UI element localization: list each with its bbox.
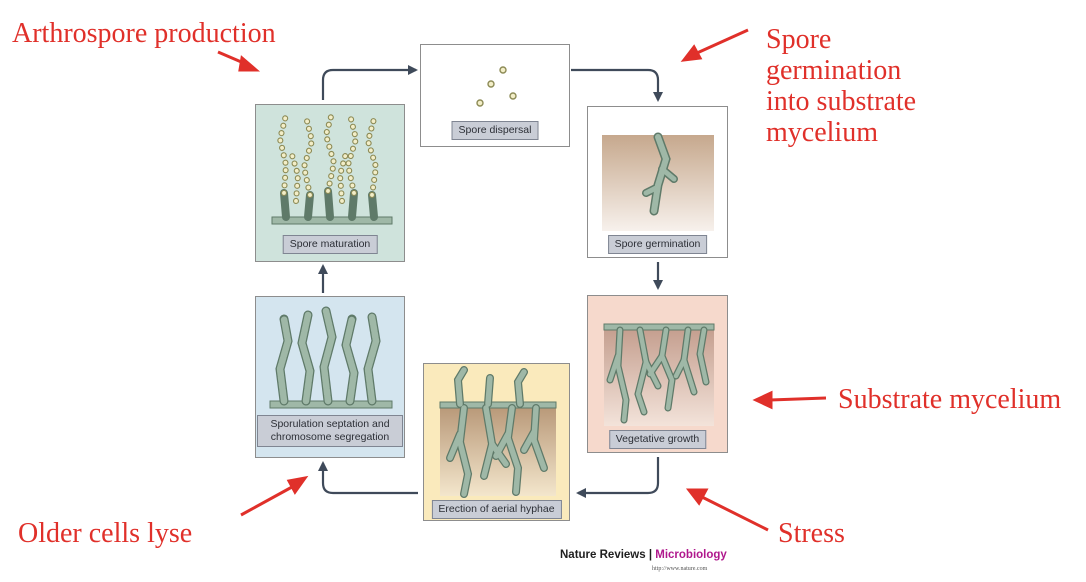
panel-spore-dispersal: Spore dispersal xyxy=(420,44,570,147)
maturation-illustration xyxy=(271,110,393,225)
red-arrow-germination xyxy=(696,28,749,55)
annotation-spore-germination: Spore germination into substrate myceliu… xyxy=(766,24,996,148)
panel-label-spore-dispersal: Spore dispersal xyxy=(451,121,539,140)
arrow-aerial-to-sporulation xyxy=(318,461,418,495)
arrow-vegetative-to-aerial xyxy=(576,457,660,498)
credit-journal: Nature Reviews xyxy=(560,549,646,561)
annotation-line: mycelium xyxy=(766,117,878,148)
panel-label-line: Sporulation septation and xyxy=(270,418,390,430)
credit-line: Nature Reviews | Microbiology xyxy=(560,549,727,561)
annotation-older-cells-lyse: Older cells lyse xyxy=(18,518,193,549)
panel-aerial-hyphae: Erection of aerial hyphae xyxy=(423,363,570,521)
panel-label-spore-maturation: Spore maturation xyxy=(282,235,378,254)
germination-illustration xyxy=(602,132,714,231)
panel-label-aerial-hyphae: Erection of aerial hyphae xyxy=(431,500,562,519)
annotation-line: into substrate xyxy=(766,86,917,117)
spores-illustration xyxy=(476,66,517,107)
panel-label-vegetative-growth: Vegetative growth xyxy=(608,430,707,449)
panel-label-line: chromosome segregation xyxy=(270,431,390,443)
panel-sporulation-septation: Sporulation septation and chromosome seg… xyxy=(255,296,405,458)
red-arrow-lyse xyxy=(240,485,293,517)
panel-label-sporulation: Sporulation septation and chromosome seg… xyxy=(257,415,403,447)
sporulation-illustration xyxy=(269,306,393,409)
annotation-substrate-mycelium: Substrate mycelium xyxy=(838,384,1062,415)
credit-separator: | xyxy=(645,549,656,561)
panel-vegetative-growth: Vegetative growth xyxy=(587,295,728,453)
annotation-line: Spore xyxy=(766,24,832,55)
aerial-illustration xyxy=(439,366,557,498)
panel-spore-germination: Spore germination xyxy=(587,106,728,258)
vegetative-illustration xyxy=(603,323,715,426)
annotation-line: germination xyxy=(766,55,902,86)
red-arrow-stress xyxy=(701,495,769,532)
credit-url: http://www.nature.com xyxy=(652,566,708,572)
arrow-maturation-to-dispersal xyxy=(321,65,418,100)
panel-label-spore-germination: Spore germination xyxy=(607,235,708,254)
annotation-arthrospore-production: Arthrospore production xyxy=(12,18,276,49)
arrow-dispersal-to-germination xyxy=(571,68,663,102)
annotation-stress: Stress xyxy=(778,518,845,549)
credit-section: Microbiology xyxy=(655,549,727,561)
panel-spore-maturation: Spore maturation xyxy=(255,104,405,262)
red-arrow-substrate xyxy=(769,396,827,402)
